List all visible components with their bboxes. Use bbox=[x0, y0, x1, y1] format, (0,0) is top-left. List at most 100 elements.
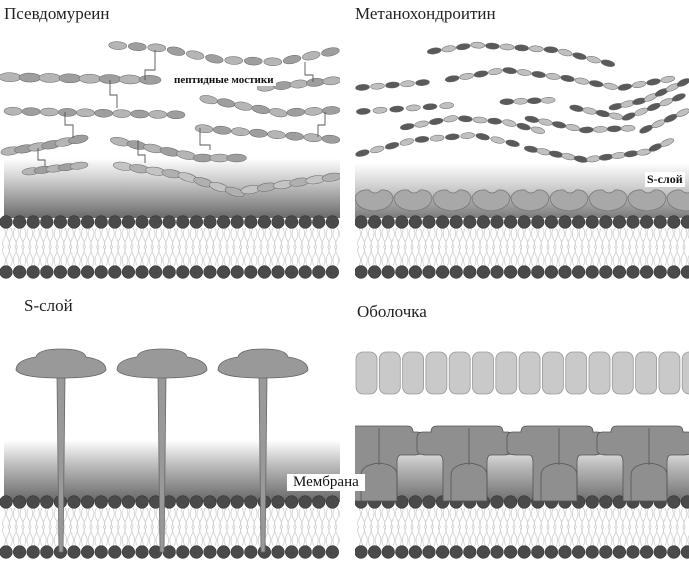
lipid-head bbox=[0, 545, 13, 559]
methanochondroitin-strand bbox=[355, 132, 520, 157]
lipid-head bbox=[271, 265, 285, 279]
glycan-unit bbox=[18, 72, 42, 83]
lipid-head bbox=[449, 215, 463, 229]
glycan-unit bbox=[194, 124, 214, 134]
lipid-tail bbox=[561, 227, 569, 267]
panel-methanochondroitin: Метанохондроитин S-слой bbox=[355, 0, 689, 285]
glycan-unit bbox=[660, 138, 674, 147]
sheath-anchor-protein bbox=[596, 425, 689, 502]
lipid-head bbox=[599, 545, 613, 559]
glycan-unit bbox=[166, 110, 186, 120]
glycan-unit bbox=[513, 97, 528, 105]
methanochondroitin-strand bbox=[400, 115, 545, 134]
lipid-tail bbox=[438, 507, 447, 547]
lipid-head bbox=[40, 265, 54, 279]
lipid-head bbox=[176, 545, 190, 559]
lipid-tail bbox=[547, 227, 556, 267]
lipid-tail bbox=[418, 227, 427, 267]
glycan-unit bbox=[321, 134, 340, 144]
lipid-head bbox=[572, 265, 586, 279]
pseudomurein-strand bbox=[0, 134, 89, 156]
lipid-tail bbox=[431, 507, 440, 547]
lipid-head bbox=[271, 495, 285, 509]
glycan-unit bbox=[249, 128, 268, 138]
glycan-unit bbox=[499, 98, 515, 106]
glycan-unit bbox=[514, 44, 529, 52]
lipid-tail bbox=[124, 227, 133, 267]
lipid-head bbox=[422, 495, 436, 509]
lipid-head bbox=[0, 215, 13, 229]
glycan-unit bbox=[186, 50, 205, 60]
sheath-anchor-outline bbox=[630, 428, 668, 502]
lipid-tail bbox=[676, 227, 685, 267]
lipid-head bbox=[53, 265, 68, 279]
glycan-unit bbox=[385, 81, 400, 89]
lipid-head bbox=[162, 215, 176, 229]
lipid-head bbox=[244, 545, 258, 559]
lipid-head bbox=[408, 495, 423, 509]
glycan-unit bbox=[370, 145, 385, 154]
s-layer-unit bbox=[471, 189, 511, 212]
glycan-unit bbox=[595, 110, 610, 118]
lipid-head bbox=[13, 495, 27, 509]
glycan-unit bbox=[400, 123, 415, 131]
lipid-tail bbox=[117, 227, 126, 267]
glycan-unit bbox=[441, 45, 456, 53]
glycan-unit bbox=[389, 105, 404, 113]
lipid-tail bbox=[669, 507, 678, 547]
lipid-tail bbox=[240, 507, 248, 547]
lipid-head bbox=[640, 545, 654, 559]
lipid-head bbox=[271, 215, 285, 229]
lipid-tail bbox=[287, 227, 296, 267]
glycan-unit bbox=[639, 125, 653, 134]
lipid-head bbox=[490, 215, 504, 229]
lipid-head bbox=[395, 545, 409, 559]
lipid-head bbox=[504, 265, 518, 279]
membrane-label: Мембрана bbox=[287, 474, 365, 491]
glycan-unit bbox=[212, 125, 232, 135]
lipid-head bbox=[26, 215, 40, 229]
lipid-tail bbox=[321, 507, 330, 547]
lipid-head bbox=[135, 545, 149, 559]
lipid-tail bbox=[561, 507, 569, 547]
glycan-unit bbox=[676, 108, 689, 117]
lipid-head bbox=[189, 265, 203, 279]
lipid-tail bbox=[520, 507, 529, 547]
lipid-head bbox=[612, 545, 627, 559]
glycan-unit bbox=[40, 107, 59, 117]
lipid-tail bbox=[131, 227, 140, 267]
lipid-tail bbox=[42, 507, 51, 547]
glycan-unit bbox=[545, 73, 561, 80]
glycan-unit bbox=[68, 134, 89, 144]
glycan-unit bbox=[540, 96, 556, 104]
lipid-tail bbox=[404, 507, 413, 547]
lipid-head bbox=[517, 215, 531, 229]
glycan-unit bbox=[429, 117, 444, 125]
lipid-tail bbox=[527, 227, 535, 267]
lipid-head bbox=[463, 545, 477, 559]
glycan-unit bbox=[487, 117, 502, 125]
glycan-unit bbox=[543, 46, 559, 54]
s-layer-label: S-слой bbox=[645, 172, 685, 187]
lipid-tail bbox=[267, 507, 276, 547]
glycan-unit bbox=[565, 124, 580, 132]
glycan-unit bbox=[226, 153, 247, 163]
lipid-tail bbox=[581, 507, 590, 547]
sheath-subunit bbox=[658, 351, 681, 395]
glycan-unit bbox=[582, 107, 597, 115]
lipid-head bbox=[408, 215, 423, 229]
glycan-unit bbox=[400, 80, 415, 88]
glycan-unit bbox=[490, 136, 505, 144]
panel-title-pseudomurein: Псевдомуреин bbox=[4, 4, 110, 23]
lipid-head bbox=[325, 215, 340, 229]
sheath-subunit bbox=[518, 351, 541, 395]
lipid-head bbox=[531, 215, 545, 229]
lipid-tail bbox=[308, 227, 316, 267]
lipid-tail bbox=[185, 507, 194, 547]
lipid-head bbox=[94, 545, 108, 559]
lipid-head bbox=[121, 265, 135, 279]
lipid-head bbox=[121, 545, 135, 559]
lipid-head bbox=[325, 545, 340, 559]
lipid-tail bbox=[663, 507, 671, 547]
glycan-unit bbox=[128, 42, 147, 51]
